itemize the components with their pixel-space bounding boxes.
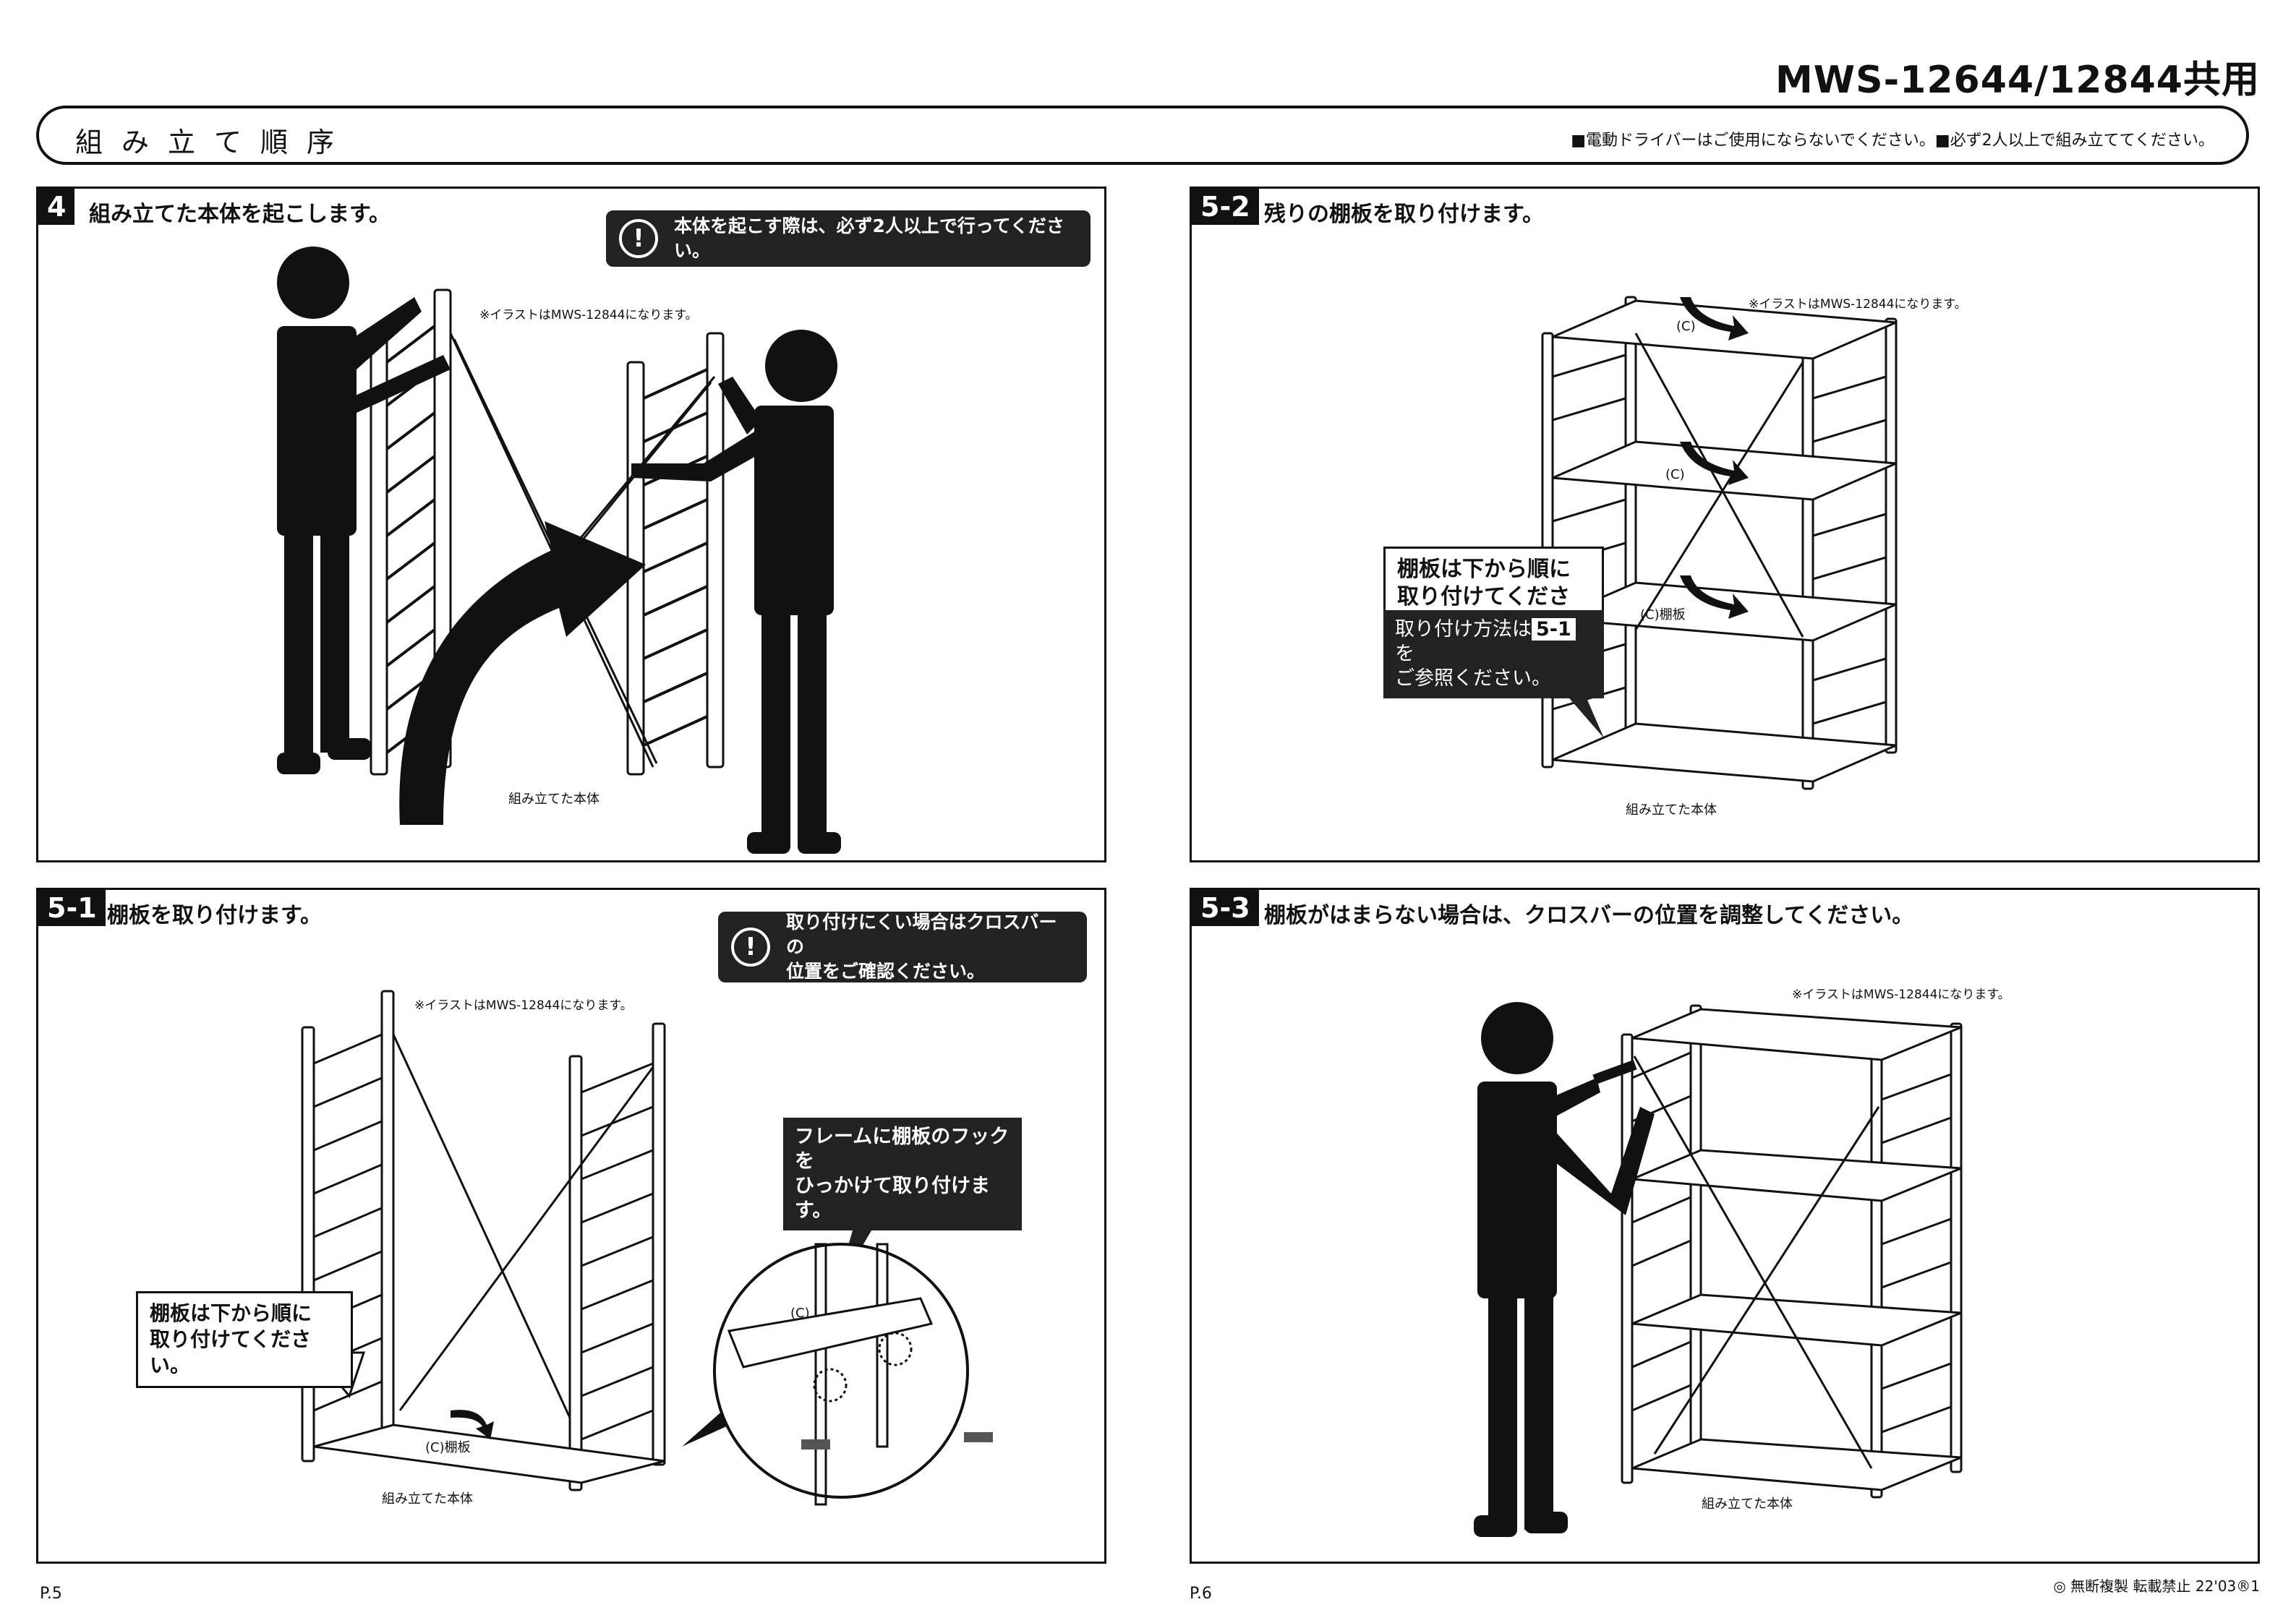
callout-text: 取り付け方法は [1395, 618, 1532, 641]
step-badge: 5-1 [38, 890, 106, 926]
warning-box: ! 取り付けにくい場合はクロスバーの位置をご確認ください。 [718, 912, 1087, 982]
frames [301, 990, 666, 1491]
step-badge: 5-2 [1192, 189, 1259, 225]
warning-line: 位置をご確認ください。 [786, 961, 986, 982]
panel-step-5-2: 5-2 残りの棚板を取り付けます。 ※イラストはMWS-12844になります。 … [1190, 187, 2260, 862]
label-assembled-body: 組み立てた本体 [382, 1491, 473, 1507]
callout-line: 棚板は下から順に [150, 1301, 312, 1325]
step-ref-badge: 5-1 [1532, 618, 1576, 641]
warning-text: 本体を起こす際は、必ず2人以上で行ってください。 [674, 215, 1064, 261]
warning-box: ! 本体を起こす際は、必ず2人以上で行ってください。 [606, 210, 1091, 267]
label-shelf-board: (C)棚板 [425, 1440, 471, 1455]
callout-line: ひっかけて取り付けます。 [795, 1175, 990, 1222]
section-title: 組み立て順序 [75, 127, 354, 158]
copyright-notice: ◎ 無断複製 転載禁止 22'03®1 [2053, 1577, 2260, 1595]
callout-line: 取り付けてください。 [150, 1327, 312, 1377]
shelf-unit [1541, 296, 1898, 790]
step-badge: 4 [38, 189, 75, 225]
lift-arrow-icon [399, 521, 646, 825]
label-assembled-body: 組み立てた本体 [508, 792, 599, 807]
step-title: 組み立てた本体を起こします。 [89, 202, 391, 227]
callout-hook: フレームに棚板のフックを ひっかけて取り付けます。 [783, 1118, 1022, 1230]
illustration-step-5-2 [1532, 296, 1898, 790]
insert-arrows [1680, 297, 1749, 619]
label-shelf-c: (C) [790, 1306, 810, 1321]
model-number: MWS-12644/12844共用 [1775, 59, 2260, 102]
illustration-note: ※イラストはMWS-12844になります。 [1749, 297, 1967, 312]
illustration-note: ※イラストはMWS-12844になります。 [1792, 988, 2010, 1002]
right-frame [626, 332, 725, 776]
section-header: 組み立て順序 ■電動ドライバーはご使用にならないでください。■必ず2人以上で組み… [36, 106, 2249, 165]
callout-shelf-order: 棚板は下から順に 取り付けてください。 [136, 1291, 353, 1388]
label-assembled-body: 組み立てた本体 [1702, 1496, 1793, 1512]
label-shelf-board: (C)棚板 [1640, 607, 1686, 622]
panel-step-4: 4 組み立てた本体を起こします。 ! 本体を起こす際は、必ず2人以上で行ってくだ… [36, 187, 1106, 862]
illustration-note: ※イラストはMWS-12844になります。 [479, 308, 698, 322]
warning-text: 取り付けにくい場合はクロスバーの位置をご確認ください。 [786, 910, 1071, 984]
insert-arrow-icon [451, 1410, 494, 1439]
page-number-right: P.6 [1190, 1585, 1212, 1603]
label-shelf-c: (C) [1676, 319, 1696, 334]
callout-line: フレームに棚板のフックを [795, 1126, 1010, 1173]
label-shelf-c: (C) [1665, 467, 1685, 482]
zoom-detail [713, 1243, 993, 1506]
shelf-unit [1621, 1004, 1963, 1499]
illustration-step-5-3 [1474, 1002, 1963, 1537]
illustration-step-4 [277, 247, 841, 854]
warning-line: 取り付けにくい場合はクロスバーの [786, 912, 1057, 957]
exclamation-icon: ! [619, 219, 658, 258]
step-title: 棚板がはまらない場合は、クロスバーの位置を調整してください。 [1264, 903, 1914, 928]
exclamation-icon: ! [731, 928, 770, 967]
label-assembled-body: 組み立てた本体 [1626, 802, 1717, 818]
step-title: 残りの棚板を取り付けます。 [1264, 202, 1544, 227]
screwdriver-icon [1592, 1060, 1637, 1084]
header-notes: ■電動ドライバーはご使用にならないでください。■必ず2人以上で組み立ててください… [1571, 132, 2214, 150]
illustration-note: ※イラストはMWS-12844になります。 [414, 998, 633, 1013]
page-number-left: P.5 [40, 1585, 62, 1603]
step-badge: 5-3 [1192, 890, 1259, 926]
person-left-icon [277, 247, 451, 774]
callout-line: 棚板は下から順に [1397, 557, 1571, 582]
person-adjusting-icon [1474, 1002, 1655, 1537]
person-right-icon [631, 330, 841, 854]
panel-step-5-1: 5-1 棚板を取り付けます。 ! 取り付けにくい場合はクロスバーの位置をご確認く… [36, 888, 1106, 1564]
step-title: 棚板を取り付けます。 [107, 903, 322, 928]
panel-step-5-3: 5-3 棚板がはまらない場合は、クロスバーの位置を調整してください。 ※イラスト… [1190, 888, 2260, 1564]
callout-text: ご参照ください。 [1395, 667, 1551, 690]
callout-text: を [1395, 643, 1414, 665]
